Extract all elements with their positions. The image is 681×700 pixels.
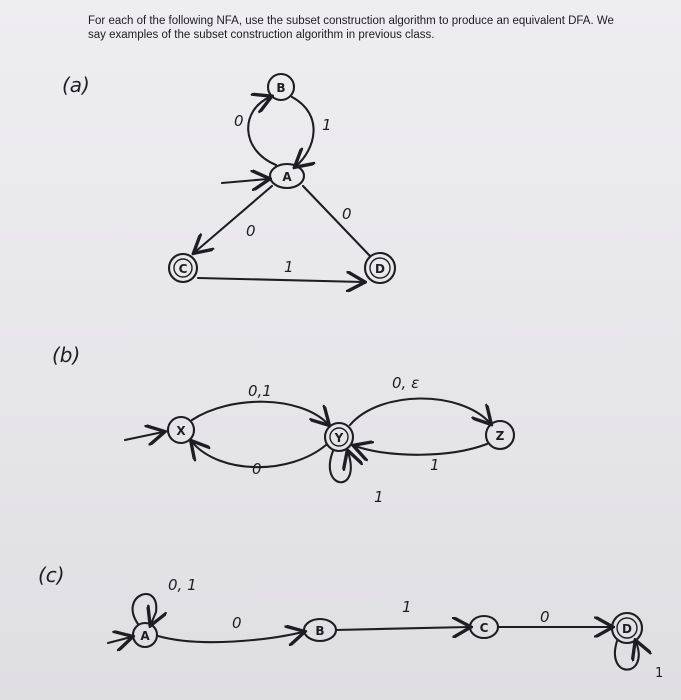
edge-b-Y-X [192,442,328,469]
edge-a-label-CD: 1 [284,258,294,276]
state-c-D: D [610,611,644,645]
edge-a-C-D [196,278,363,282]
edge-a-A-D [301,184,372,258]
edge-b-label-YX: 0 [252,460,262,478]
instructions-line-2: say examples of the subset construction … [88,29,435,41]
edge-c-label-BC: 1 [402,598,412,616]
edge-c-label-CD: 0 [540,608,550,626]
state-c-C: C [468,614,500,640]
edge-c-D-loop [614,641,639,671]
state-b-Z: Z [484,419,516,451]
start-arrow-a [220,179,268,183]
state-c-D-label: D [622,622,632,636]
state-a-A-label: A [282,170,292,184]
state-b-Y-label: Y [334,431,344,445]
state-b-Z-label: Z [496,429,505,443]
state-a-C: C [167,252,199,284]
problem-c-label: (c) [38,563,65,587]
edge-b-label-Yloop: 1 [374,488,384,506]
state-a-B: B [266,72,296,102]
state-c-A: A [131,621,159,649]
edge-a-A-C [195,184,274,252]
state-b-X: X [166,415,196,445]
edge-a-label-AC: 0 [246,222,256,240]
edge-a-A-B [247,97,278,167]
edge-a-label-BA: 1 [322,116,332,134]
start-arrow-c [106,637,131,643]
problem-a-diagram: (a) B A C D [62,72,397,285]
edge-c-B-C [334,627,469,630]
edge-b-Z-Y [355,444,489,455]
state-b-X-label: X [176,424,186,438]
state-a-B-label: B [276,81,285,95]
state-b-Y: Y [323,421,355,453]
problem-c-diagram: (c) A B C D [38,563,663,681]
state-a-C-label: C [179,262,188,276]
state-c-B: B [302,617,338,643]
state-c-B-label: B [315,624,324,638]
edge-c-A-B [156,632,303,642]
problem-a-label: (a) [62,73,90,97]
edge-b-label-XY: 0,1 [248,382,272,400]
edge-c-label-AB: 0 [232,614,242,632]
edge-c-label-Aloop: 0, 1 [168,576,197,594]
edge-b-label-ZY: 1 [430,456,440,474]
start-arrow-b [123,432,163,440]
edge-b-X-Y [190,400,328,424]
edge-b-Y-Z [348,397,490,425]
state-c-C-label: C [480,621,489,635]
edge-c-label-Dloop: 1 [655,666,663,681]
state-a-D: D [363,251,397,285]
edge-b-Y-loop [328,451,351,484]
state-c-A-label: A [140,629,150,643]
instructions-line-1: For each of the following NFA, use the s… [88,15,614,27]
edge-c-A-loop [131,593,157,624]
problem-b-diagram: (b) X Y Z [52,343,516,506]
state-a-D-label: D [375,262,385,276]
edge-a-B-A [290,95,314,166]
edge-a-label-AB: 0 [234,112,244,130]
problem-b-label: (b) [52,343,80,367]
instructions-text: For each of the following NFA, use the s… [88,14,648,42]
edge-a-label-AD: 0 [342,205,352,223]
edge-b-label-YZ: 0, ε [392,374,419,392]
state-a-A: A [268,162,306,190]
